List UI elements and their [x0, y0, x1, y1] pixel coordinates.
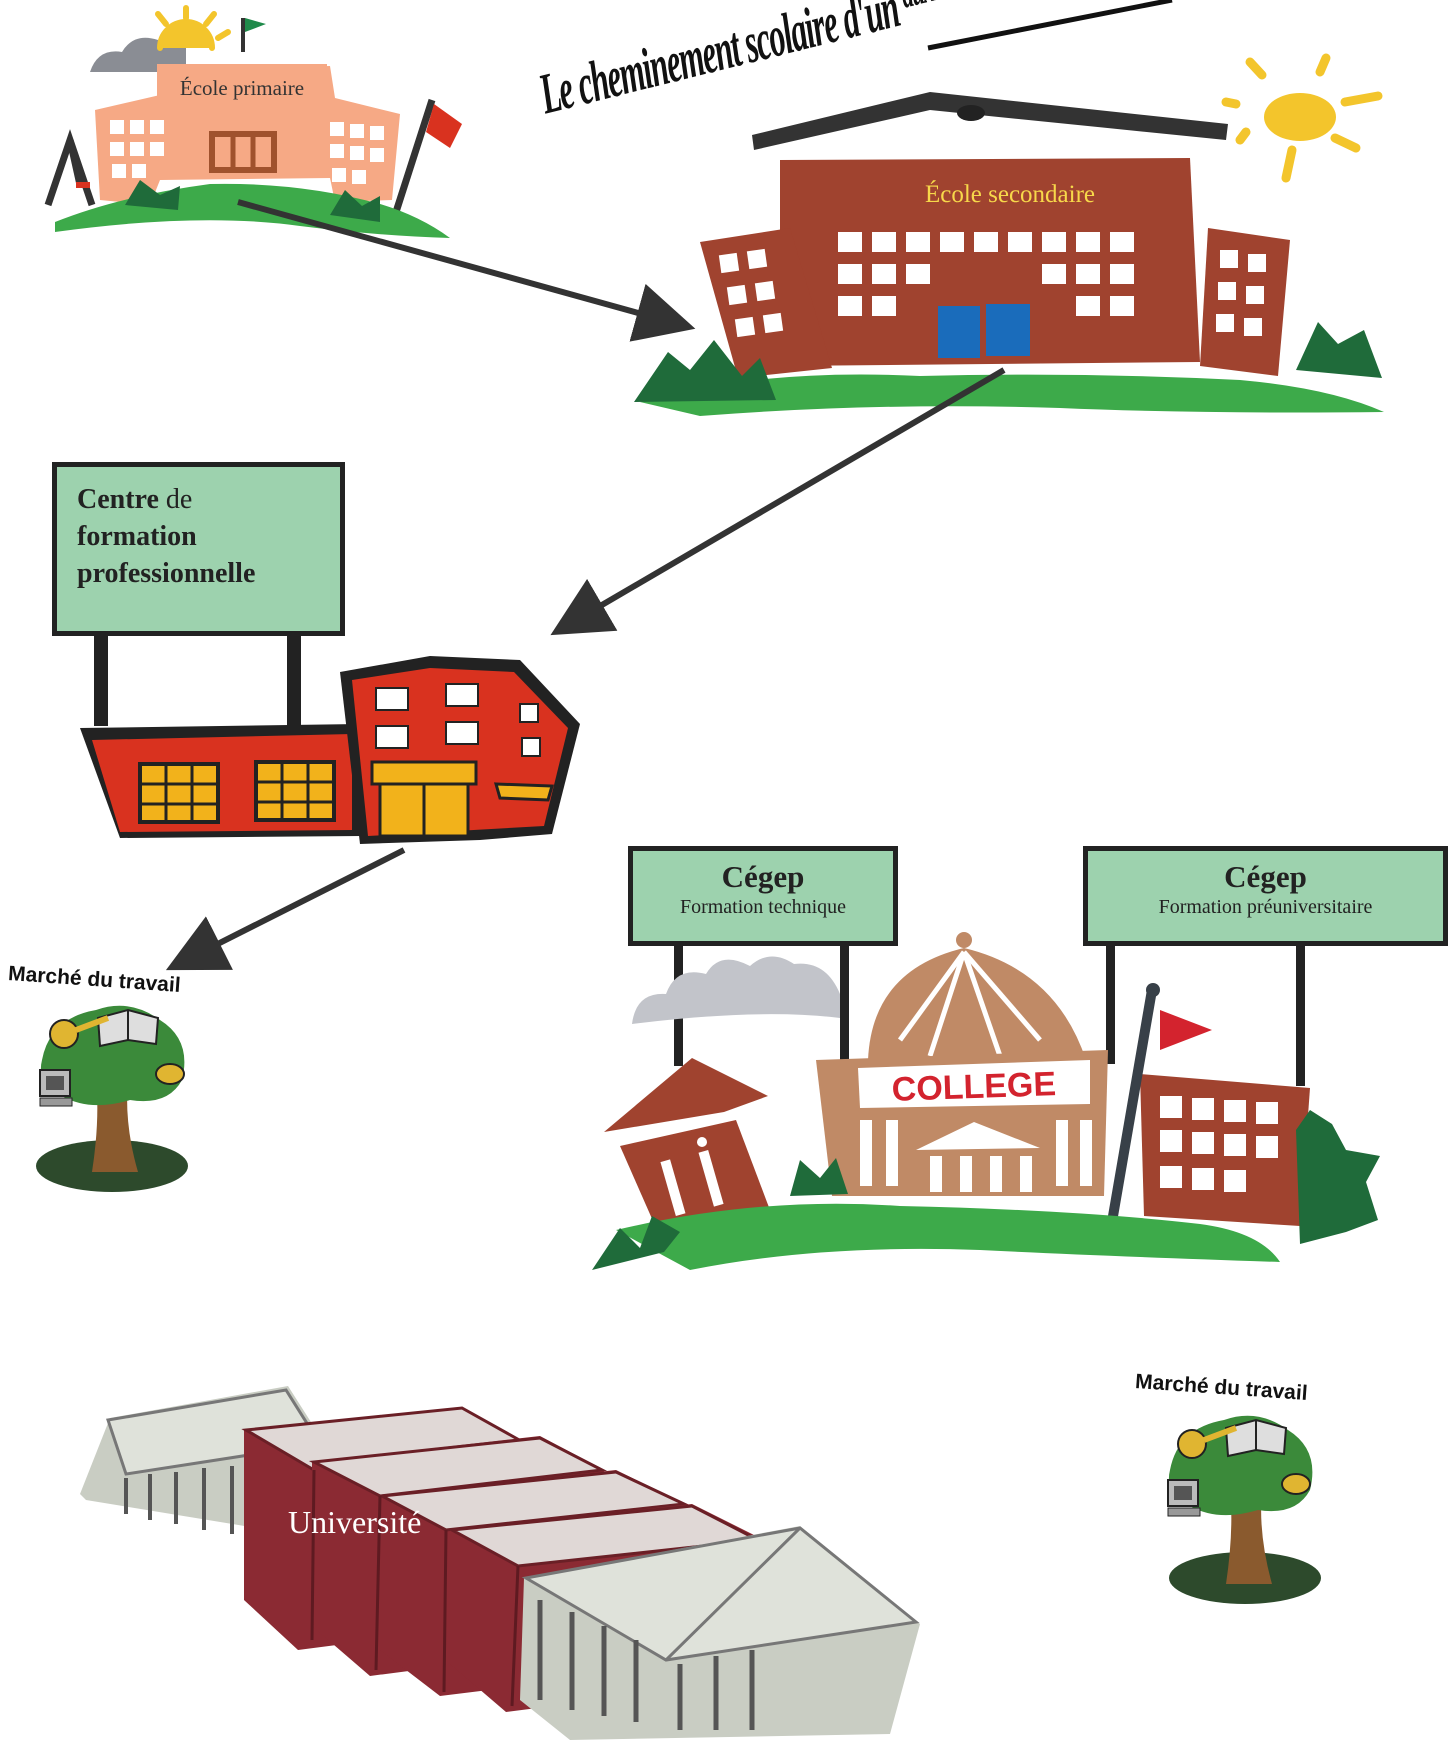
flag-icon	[392, 98, 462, 214]
cegep-preuniversitaire-subtitle: Formation préuniversitaire	[1158, 896, 1373, 918]
marche-illustration-2	[1167, 1415, 1321, 1604]
sun-icon	[1221, 53, 1383, 183]
marche-illustration-1	[36, 1005, 188, 1192]
cfp-sign-word1: Centre	[77, 484, 159, 515]
cegep-preuniversitaire-title: Cégep	[1224, 859, 1307, 894]
cfp-sign: Centre de formation professionnelle	[52, 462, 345, 636]
book-icon	[1224, 1418, 1288, 1458]
cegep-technique-title: Cégep	[721, 859, 805, 894]
ecole-primaire-illustration	[44, 5, 462, 238]
title-fill-in: auxili	[895, 0, 951, 18]
computer-icon	[39, 1069, 73, 1107]
ecole-primaire-label: École primaire	[157, 64, 327, 112]
cfp-sign-line3: professionnelle	[77, 558, 256, 589]
trumpet-icon	[1177, 1425, 1311, 1495]
cfp-sign-word2: de	[165, 484, 193, 515]
cegep-preuniversitaire-sign: Cégep Formation préuniversitaire	[1083, 846, 1448, 946]
arrow-cfp-to-marche	[165, 847, 406, 971]
cfp-sign-line2: formation	[77, 521, 197, 552]
arrow-secondaire-to-cfp	[550, 367, 1006, 636]
flag-icon	[1107, 983, 1212, 1223]
computer-icon	[1167, 1479, 1201, 1517]
universite-illustration	[80, 1386, 920, 1740]
swing-icon	[44, 129, 96, 207]
arrow-primaire-to-secondaire	[237, 199, 696, 342]
cegep-illustration: COLLEGE	[592, 932, 1380, 1270]
sun-icon	[155, 5, 231, 51]
cloud-icon	[632, 956, 840, 1024]
college-banner: COLLEGE	[891, 1065, 1057, 1109]
universite-label: Université	[288, 1504, 422, 1540]
book-icon	[96, 1008, 160, 1048]
cegep-technique-sign: Cégep Formation technique	[628, 846, 898, 946]
title-underline	[927, 0, 1173, 51]
flag-icon	[241, 18, 266, 52]
cegep-technique-subtitle: Formation technique	[679, 896, 847, 918]
ecole-secondaire-label: École secondaire	[830, 172, 1190, 218]
cfp-illustration	[80, 636, 580, 844]
ecole-secondaire-illustration	[634, 53, 1384, 416]
trumpet-icon	[49, 1015, 185, 1085]
